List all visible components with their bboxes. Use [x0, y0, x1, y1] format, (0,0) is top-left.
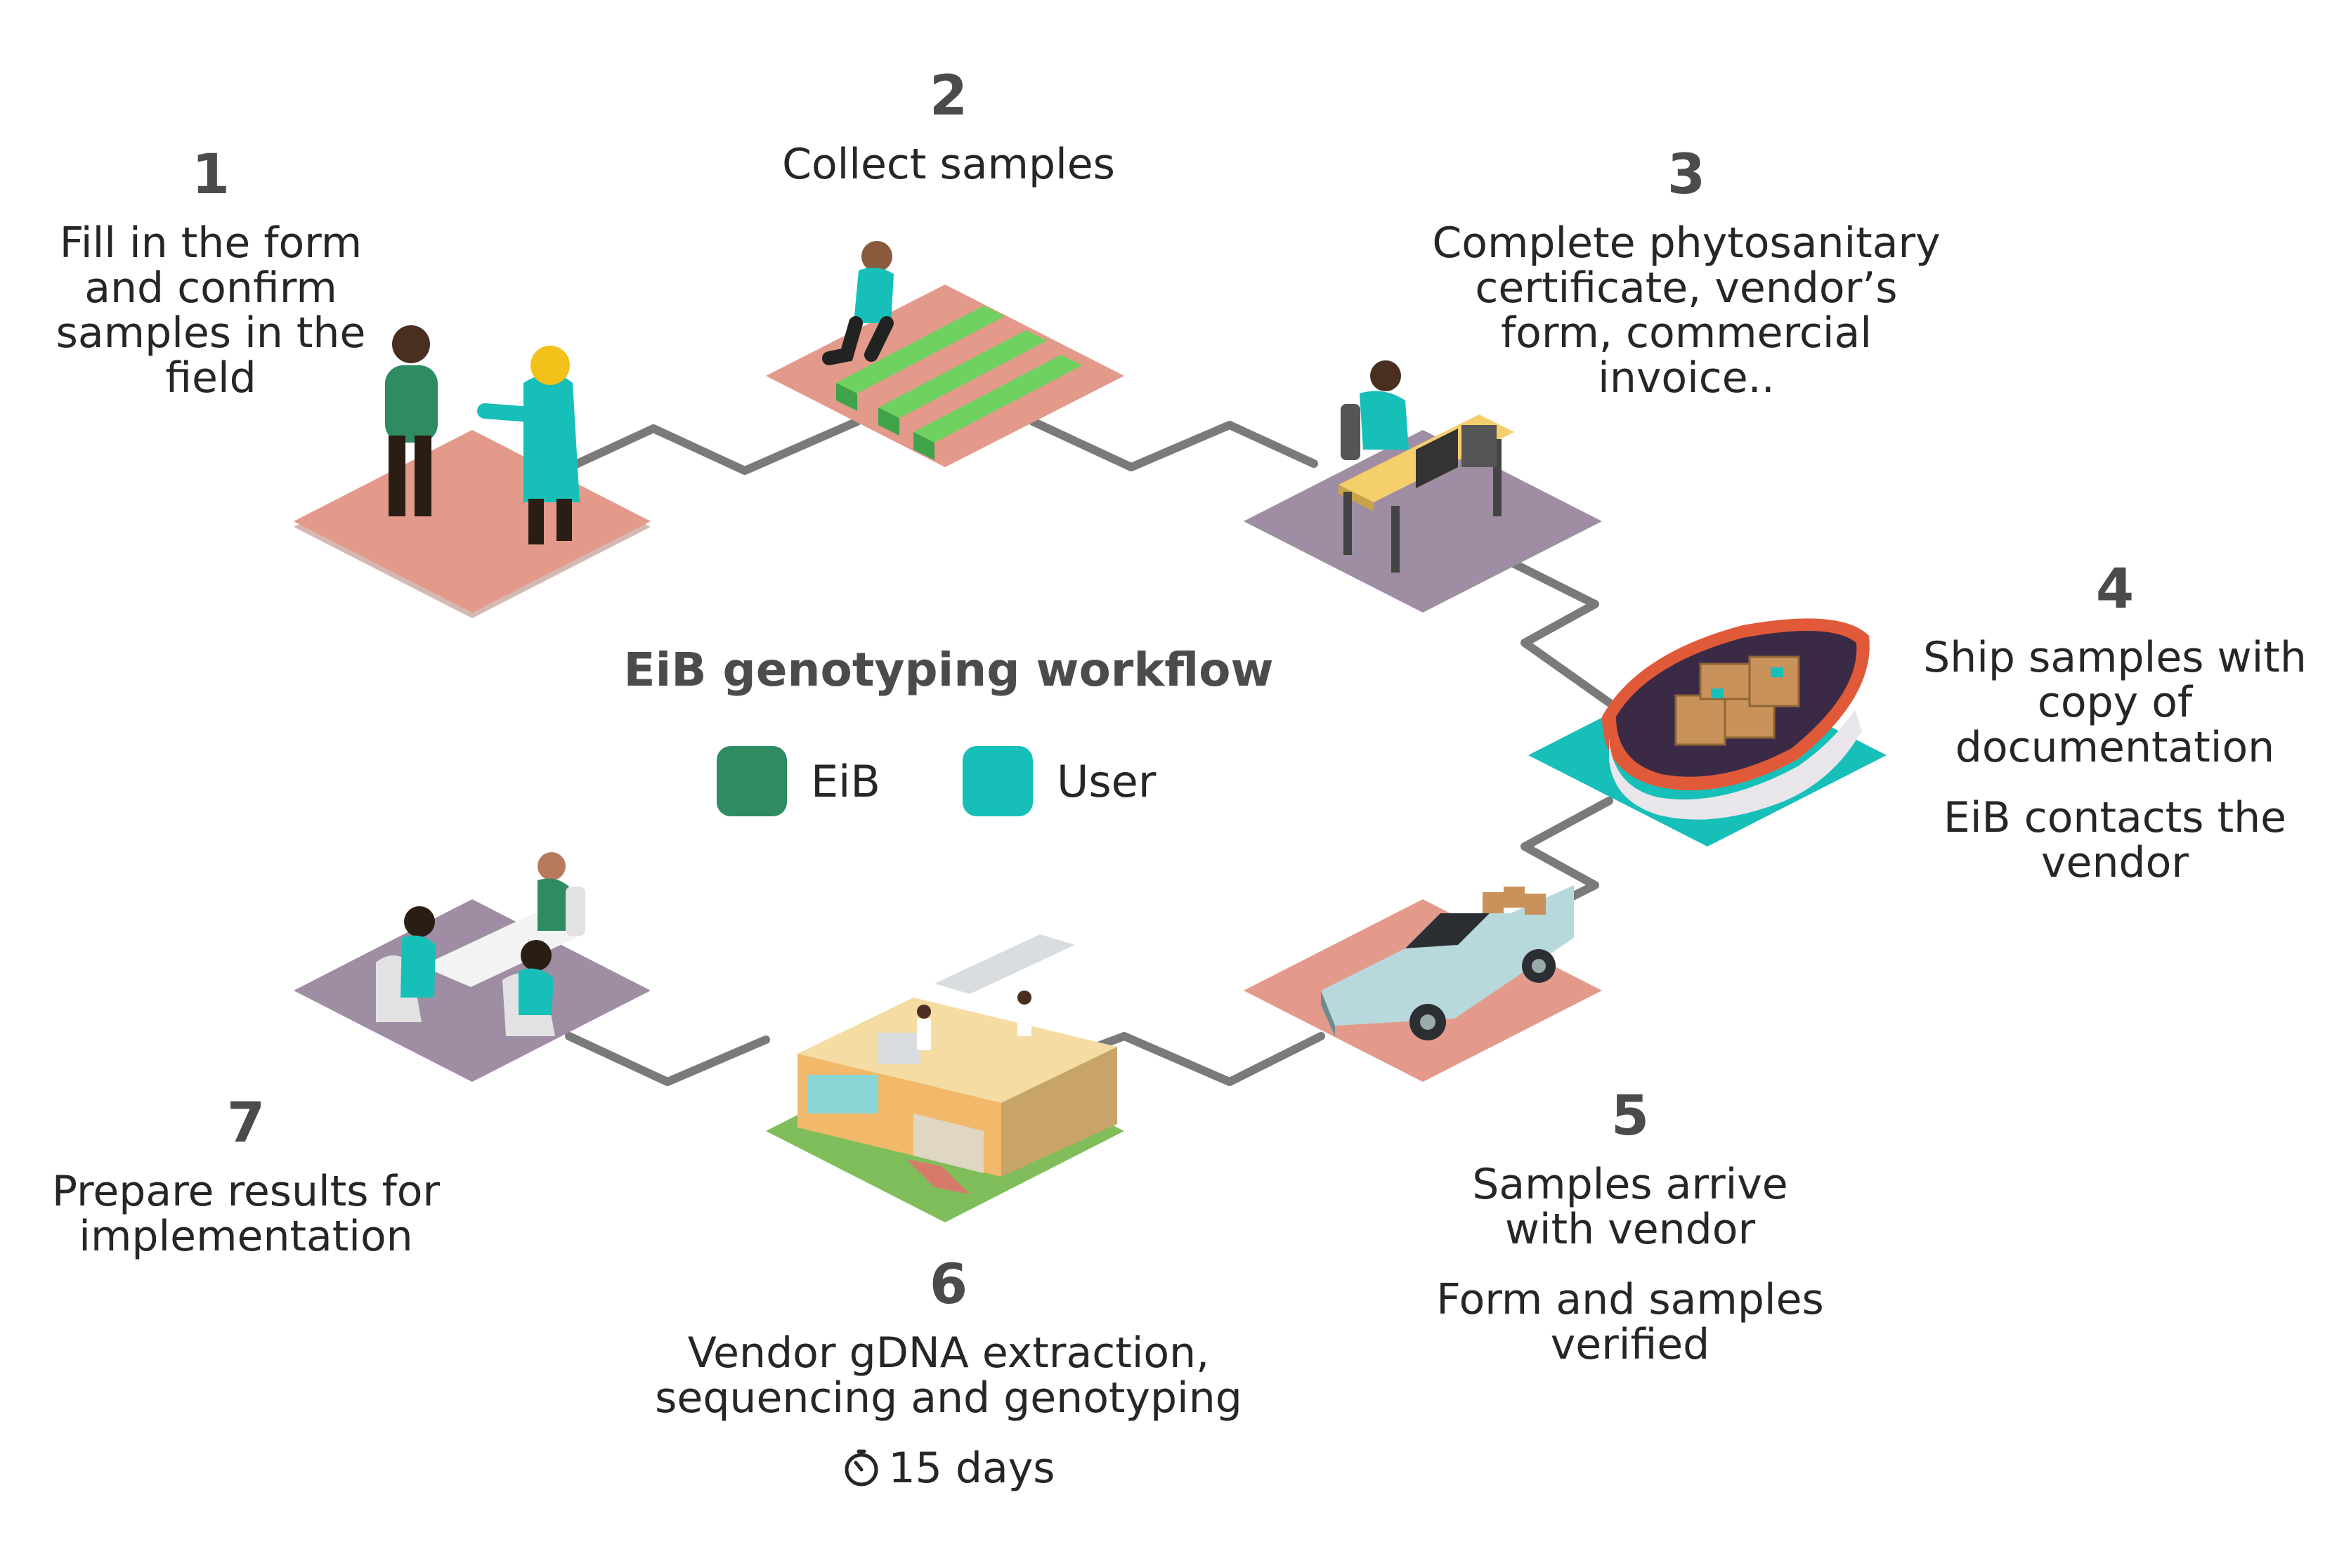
step-text-line: copy of	[2037, 678, 2193, 727]
duration-text: 15 days	[888, 1444, 1055, 1493]
step-text-line: field	[165, 353, 256, 403]
step-text-line: Fill in the form	[59, 218, 363, 268]
step-7-label: 7 Prepare results for implementation	[28, 1096, 464, 1259]
step-number: 5	[1610, 1085, 1650, 1148]
legend-item-user: User	[963, 746, 1156, 816]
step-number: 7	[226, 1092, 266, 1155]
platform-step-3	[1244, 430, 1602, 613]
office-desk-icon	[1339, 360, 1514, 573]
step-4-label: 4 Ship samples with copy of documentatio…	[1897, 562, 2333, 885]
connector-6-7	[565, 1032, 770, 1086]
step-text-line: form, commercial	[1501, 308, 1872, 358]
step-number: 1	[191, 143, 230, 207]
step-text-line: Vendor gDNA extraction,	[687, 1328, 1210, 1378]
step-text-line: certificate, vendor’s	[1475, 263, 1898, 313]
step-text-line: Ship samples with	[1923, 633, 2307, 682]
step-text-line: with vendor	[1504, 1205, 1756, 1254]
step-6-label: 6 Vendor gDNA extraction, sequencing and…	[632, 1257, 1265, 1496]
step-text-line: Prepare results for	[51, 1167, 441, 1216]
step-text-line: Complete phytosanitary	[1432, 218, 1941, 268]
legend-item-eib: EiB	[717, 746, 880, 816]
diagram-title: EiB genotyping workflow	[623, 643, 1274, 697]
legend-label-user: User	[1057, 755, 1157, 807]
step-2-label: 2 Collect samples	[703, 69, 1194, 187]
field-sampling-icon	[822, 241, 1082, 460]
step-text-line: documentation	[1955, 723, 2275, 772]
step-text-line: samples in the	[56, 308, 366, 358]
timer-icon	[845, 1449, 878, 1487]
step-note-line: verified	[1550, 1320, 1710, 1369]
connector-5-6	[1092, 1032, 1325, 1086]
connector-1-2	[558, 417, 861, 475]
step-5-label: 5 Samples arrive with vendor Form and sa…	[1377, 1089, 1883, 1367]
platform-step-7	[294, 899, 651, 1082]
ship-boxes-icon	[1602, 618, 1870, 820]
step-1-label: 1 Fill in the form and confirm samples i…	[28, 148, 393, 400]
step-note-line: vendor	[2041, 838, 2189, 887]
delivery-truck-icon	[1321, 885, 1574, 1040]
step-number: 3	[1667, 143, 1706, 207]
step-note-line: Form and samples	[1436, 1275, 1824, 1324]
people-meeting-icon	[385, 325, 580, 544]
step-text-line: Collect samples	[782, 140, 1115, 189]
connector-3-4	[1506, 558, 1613, 707]
legend-label-eib: EiB	[811, 755, 880, 807]
step-text-line: invoice..	[1598, 353, 1775, 403]
step-3-label: 3 Complete phytosanitary certificate, ve…	[1377, 148, 1995, 400]
step-number: 2	[929, 65, 968, 128]
step-note-line: EiB contacts the	[1943, 793, 2287, 842]
connector-2-3	[1029, 417, 1318, 471]
laboratory-building-icon	[797, 934, 1117, 1194]
step-text-line: sequencing and genotyping	[655, 1373, 1242, 1423]
step-number: 4	[2095, 558, 2135, 621]
legend-swatch-user	[963, 746, 1033, 816]
step-duration: 15 days	[632, 1446, 1265, 1496]
legend-swatch-eib	[717, 746, 787, 816]
step-text-line: Samples arrive	[1472, 1160, 1788, 1209]
connector-paths	[558, 417, 1613, 1086]
step-text-line: implementation	[79, 1212, 413, 1261]
meeting-table-icon	[376, 852, 585, 1036]
step-number: 6	[929, 1253, 968, 1317]
step-text-line: and confirm	[84, 263, 337, 313]
